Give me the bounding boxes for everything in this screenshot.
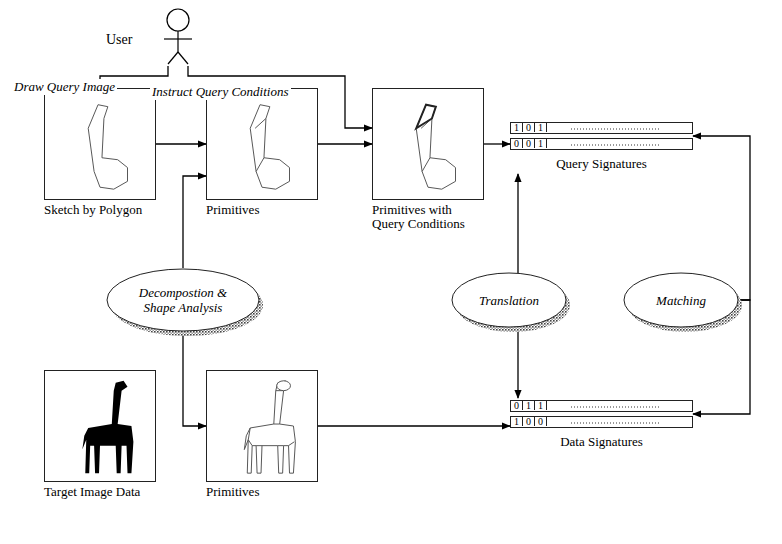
image-box: Primitives (206, 88, 318, 200)
bit-cell: 0 (523, 122, 535, 132)
image-caption: Target Image Data (44, 485, 140, 499)
flow-arrow (183, 176, 206, 268)
image-caption: Sketch by Polygon (44, 203, 142, 217)
bit-cell: 1 (535, 122, 547, 132)
signature-caption: Data Signatures (510, 434, 693, 450)
signature-caption: Query Signatures (510, 156, 693, 172)
actor-name: User (106, 32, 132, 48)
bit-cell: 0 (535, 416, 547, 426)
process-ellipse: Decompostion & Shape Analysis (106, 268, 260, 332)
bit-cell: 1 (535, 400, 547, 410)
image-illustration (45, 89, 155, 199)
bit-cell: 0 (523, 416, 535, 426)
bit-cell: 0 (523, 138, 535, 148)
image-illustration (207, 89, 317, 199)
signature-bar: 001 (510, 138, 693, 150)
flow-arrow (517, 174, 518, 273)
signature-bar: 101 (510, 122, 693, 134)
flow-arrow (183, 332, 206, 426)
bit-cell: 0 (511, 138, 523, 148)
bit-cell: 0 (511, 400, 523, 410)
user-actor: User (104, 6, 196, 66)
image-caption: Primitives (206, 485, 259, 499)
signature-bar: 011 (510, 400, 693, 412)
bit-cell: 1 (511, 416, 523, 426)
signature-stack: 101001Query Signatures (510, 120, 693, 174)
bit-cell: 1 (523, 400, 535, 410)
flow-arrow (318, 143, 372, 144)
flow-arrow (484, 143, 510, 144)
image-box: Primitives (206, 370, 318, 482)
image-box: Sketch by Polygon (44, 88, 156, 200)
bit-cell: 1 (511, 122, 523, 132)
flow-arrow (318, 425, 510, 426)
process-ellipse: Matching (623, 272, 739, 328)
bit-cell: 1 (535, 138, 547, 148)
flow-arrow (156, 143, 206, 144)
signature-stack: 011100Data Signatures (510, 398, 693, 452)
image-illustration (45, 371, 155, 481)
ellipse-label: Decompostion & Shape Analysis (123, 285, 243, 315)
image-box: Target Image Data (44, 370, 156, 482)
image-illustration (373, 89, 483, 199)
ellipse-label: Translation (479, 293, 539, 308)
image-caption: Primitives with Query Conditions (372, 203, 484, 231)
image-caption: Primitives (206, 203, 259, 217)
image-illustration (207, 371, 317, 481)
ellipse-label: Matching (656, 293, 706, 308)
signature-bar: 100 (510, 416, 693, 428)
image-box: Primitives with Query Conditions (372, 88, 484, 200)
edge-label: Instruct Query Conditions (150, 84, 291, 100)
flow-arrow (517, 327, 518, 398)
process-ellipse: Translation (451, 272, 567, 328)
edge-label: Draw Query Image (12, 79, 117, 95)
